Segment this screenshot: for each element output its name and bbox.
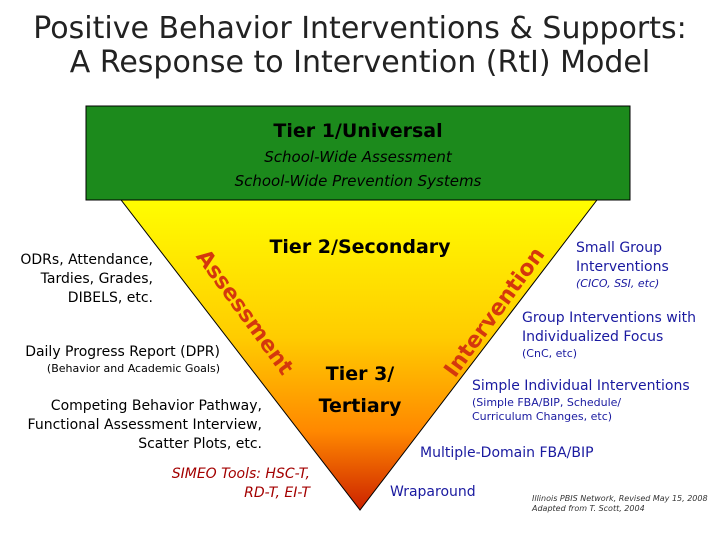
- odrs-item: ODRs, Attendance, Tardies, Grades, DIBEL…: [10, 251, 153, 308]
- tier3-line-1: Tier 3/: [325, 363, 395, 385]
- dpr-item: Daily Progress Report (DPR) (Behavior an…: [8, 343, 220, 376]
- odrs-line: Tardies, Grades,: [40, 271, 153, 287]
- odrs-line: ODRs, Attendance,: [20, 252, 153, 268]
- title-line-2: A Response to Intervention (RtI) Model: [69, 45, 651, 80]
- simeo-line: RD-T, EI-T: [244, 485, 310, 501]
- gif-line: Group Interventions with: [522, 310, 696, 326]
- odrs-line: DIBELS, etc.: [67, 290, 153, 306]
- credit-line-1: Illinois PBIS Network, Revised May 15, 2…: [532, 494, 708, 503]
- dpr-sub: (Behavior and Academic Goals): [46, 362, 220, 375]
- simple-individual-item: Simple Individual Interventions (Simple …: [472, 377, 717, 424]
- sii-sub: Curriculum Changes, etc): [472, 410, 613, 423]
- tier1-block: Tier 1/Universal School-Wide Assessment …: [86, 108, 630, 190]
- tier1-line-2: School-Wide Prevention Systems: [234, 172, 482, 190]
- multiple-domain-item: Multiple-Domain FBA/BIP: [420, 445, 594, 461]
- tier1-heading: Tier 1/Universal: [273, 120, 443, 142]
- cbp-item: Competing Behavior Pathway, Functional A…: [10, 397, 262, 454]
- tier2-heading: Tier 2/Secondary: [269, 236, 451, 258]
- tier1-box: [85, 105, 631, 201]
- small-group-item: Small Group Interventions (CICO, SSI, et…: [576, 239, 716, 291]
- sgi-line: Interventions: [576, 259, 669, 275]
- cbp-line: Functional Assessment Interview,: [27, 417, 262, 433]
- tier3-heading: Tier 3/ Tertiary: [300, 358, 420, 422]
- simeo-item: SIMEO Tools: HSC-T, RD-T, EI-T: [140, 465, 310, 503]
- credit-note: Illinois PBIS Network, Revised May 15, 2…: [532, 494, 717, 514]
- sii-sub: (Simple FBA/BIP, Schedule/: [472, 396, 622, 409]
- title-line-1: Positive Behavior Interventions & Suppor…: [33, 11, 687, 46]
- gif-sub: (CnC, etc): [522, 347, 578, 360]
- tier1-line-1: School-Wide Assessment: [264, 148, 452, 166]
- wraparound-item: Wraparound: [390, 484, 476, 500]
- cbp-line: Scatter Plots, etc.: [138, 436, 262, 452]
- sii-main: Simple Individual Interventions: [472, 378, 690, 394]
- tier3-line-2: Tertiary: [318, 395, 402, 417]
- sgi-line: Small Group: [576, 240, 662, 256]
- credit-line-2: Adapted from T. Scott, 2004: [532, 504, 645, 513]
- sgi-sub: (CICO, SSI, etc): [576, 277, 660, 290]
- gif-line: Individualized Focus: [522, 329, 664, 345]
- page-title: Positive Behavior Interventions & Suppor…: [0, 12, 720, 80]
- cbp-line: Competing Behavior Pathway,: [50, 398, 262, 414]
- dpr-main: Daily Progress Report (DPR): [25, 344, 220, 360]
- simeo-line: SIMEO Tools: HSC-T,: [171, 466, 310, 482]
- group-individualized-item: Group Interventions with Individualized …: [522, 309, 712, 361]
